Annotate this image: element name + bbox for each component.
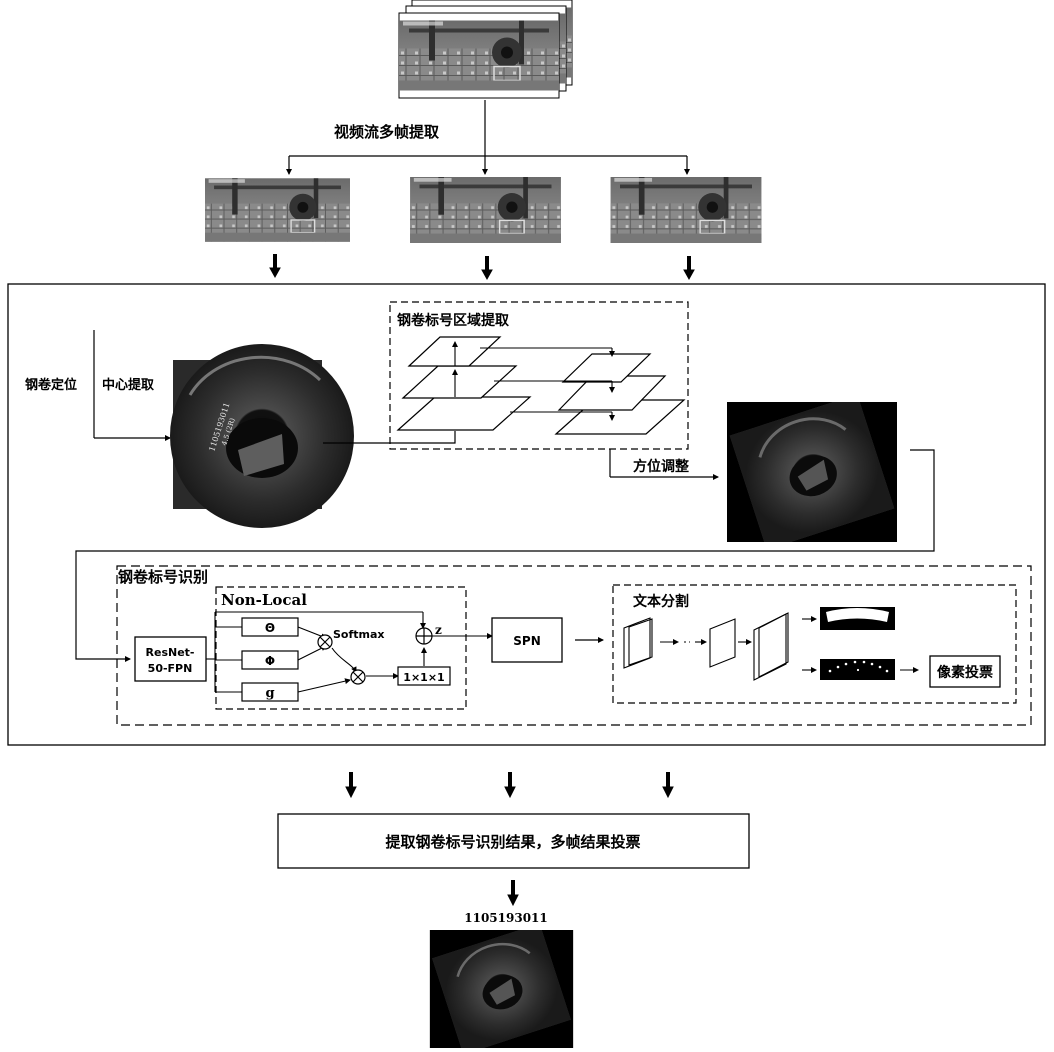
spn-box	[491, 617, 563, 663]
non-local-box	[215, 586, 467, 710]
coil-closeup-image: 1105193011 4.5 (2R)	[170, 344, 354, 528]
result-box	[277, 813, 750, 869]
conv-label: 1×1×1	[403, 671, 444, 684]
text-seg-label: 文本分割	[633, 593, 689, 610]
pixel-mask-image	[820, 659, 895, 680]
non-local-label: Non-Local	[221, 591, 307, 609]
resnet-label-1: ResNet-	[146, 646, 195, 659]
g-label: g	[265, 686, 274, 701]
frame-down-arrows	[269, 254, 695, 281]
video-stack	[398, 0, 573, 99]
theta-label: Θ	[265, 621, 275, 635]
feature-pyramid	[396, 336, 686, 435]
video-extract-label: 视频流多帧提取	[334, 123, 440, 141]
region-extract-box	[389, 301, 689, 450]
frame-3	[609, 177, 763, 243]
orientation-connector	[609, 449, 719, 480]
pixel-vote-label: 像素投票	[937, 664, 993, 681]
seg-arrows	[660, 616, 919, 673]
multiply-op-1	[317, 634, 333, 650]
frame-2	[410, 177, 561, 243]
result-down-arrow	[507, 880, 519, 907]
processing-box	[7, 283, 1046, 746]
region-extract-label: 钢卷标号区域提取	[397, 312, 510, 329]
center-extract-label: 中心提取	[102, 377, 155, 393]
text-seg-box	[612, 584, 1017, 704]
resnet-label-2: 50-FPN	[148, 662, 193, 675]
recognition-box	[116, 565, 1032, 726]
phi-box	[241, 650, 299, 670]
result-number: 1105193011	[464, 911, 548, 925]
multiply-op-2	[350, 669, 366, 685]
coil-locate-label: 钢卷定位	[25, 377, 77, 393]
result-box-label: 提取钢卷标号识别结果，多帧结果投票	[385, 833, 640, 851]
seg-feature-maps	[623, 612, 789, 681]
text-mask-image	[820, 607, 895, 630]
to-region-connector	[323, 431, 456, 444]
orientation-adjust-label: 方位调整	[633, 458, 690, 475]
spn-label: SPN	[513, 634, 540, 648]
softmax-label: Softmax	[333, 628, 385, 641]
add-op	[415, 627, 433, 645]
g-box	[241, 682, 299, 702]
rotated-coil-image	[727, 402, 897, 542]
theta-box	[241, 617, 299, 637]
locate-connector	[93, 330, 171, 441]
final-coil-image	[428, 930, 575, 1048]
recognition-label: 钢卷标号识别	[118, 568, 208, 586]
pixel-vote-box	[929, 655, 1001, 688]
phi-label: Φ	[265, 654, 275, 668]
pyramid-arrows	[452, 341, 615, 421]
split-connector	[286, 100, 690, 175]
frame-1	[205, 177, 350, 243]
bottom-down-arrows	[345, 772, 674, 799]
z-label: z	[435, 623, 442, 637]
resnet-box	[134, 636, 207, 682]
return-connector	[75, 449, 935, 662]
conv-box	[397, 666, 451, 686]
non-local-wiring	[206, 611, 493, 693]
